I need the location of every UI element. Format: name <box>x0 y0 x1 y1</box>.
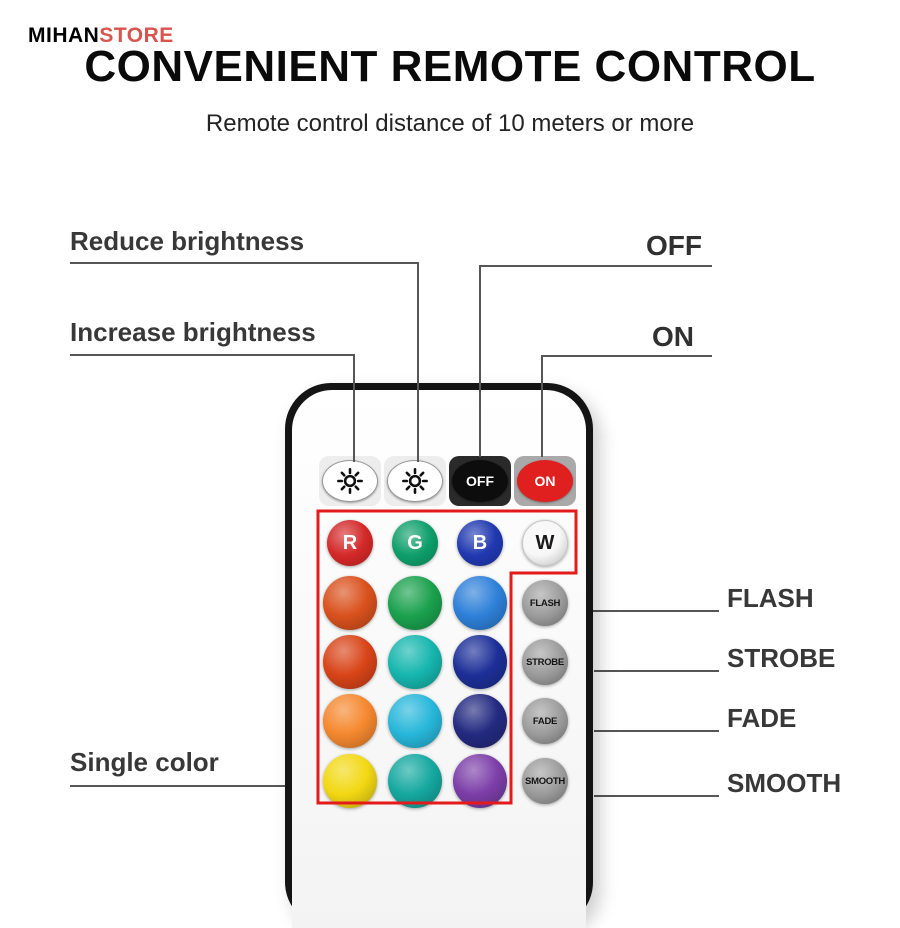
on-callout-line <box>541 355 712 357</box>
reduce-brightness-button[interactable] <box>387 460 443 502</box>
on-callout-line-vertical <box>541 355 543 457</box>
smooth-label: SMOOTH <box>727 768 842 798</box>
store-logo-store: STORE <box>99 24 174 47</box>
white-button[interactable]: W <box>522 520 568 566</box>
single-color-button-r4-c2[interactable] <box>388 754 442 808</box>
increase-brightness-button[interactable] <box>322 460 378 502</box>
brightness-icon <box>402 468 428 494</box>
single-color-label: Single color <box>70 747 219 777</box>
increase-brightness-callout-line <box>70 354 355 356</box>
off-callout-line-vertical <box>479 265 481 457</box>
reduce-brightness-callout-line-vertical <box>417 262 419 462</box>
blue-button[interactable]: B <box>457 520 503 566</box>
single-color-button-r1-c1[interactable] <box>323 576 377 630</box>
flash-button[interactable]: FLASH <box>522 580 568 626</box>
single-color-callout-line <box>70 785 332 787</box>
single-color-button-r1-c2[interactable] <box>388 576 442 630</box>
single-color-button-r2-c1[interactable] <box>323 635 377 689</box>
increase-brightness-label: Increase brightness <box>70 317 316 347</box>
single-color-button-r3-c2[interactable] <box>388 694 442 748</box>
off-label: OFF <box>646 230 702 261</box>
fade-label: FADE <box>727 703 797 733</box>
single-color-button-r3-c1[interactable] <box>323 694 377 748</box>
increase-brightness-callout-line-vertical <box>353 354 355 462</box>
store-logo-mihan: MIHAN <box>28 24 100 47</box>
on-button[interactable]: ON <box>517 460 573 502</box>
off-button[interactable]: OFF <box>452 460 508 502</box>
strobe-callout-line <box>594 670 719 672</box>
single-color-button-r2-c3[interactable] <box>453 635 507 689</box>
flash-callout-line <box>592 610 719 612</box>
on-label: ON <box>652 321 694 352</box>
single-color-button-r4-c1[interactable] <box>323 754 377 808</box>
single-color-button-r3-c3[interactable] <box>453 694 507 748</box>
strobe-button[interactable]: STROBE <box>522 639 568 685</box>
red-button[interactable]: R <box>327 520 373 566</box>
single-color-button-r1-c3[interactable] <box>453 576 507 630</box>
flash-label: FLASH <box>727 583 814 613</box>
off-callout-line <box>479 265 712 267</box>
page: { "logo": {"mihan": "MIHAN", "store": "S… <box>28 24 842 928</box>
green-button[interactable]: G <box>392 520 438 566</box>
strobe-label: STROBE <box>727 643 836 673</box>
smooth-button[interactable]: SMOOTH <box>522 758 568 804</box>
store-logo: MIHANSTORE <box>28 24 174 48</box>
reduce-brightness-callout-line <box>70 262 419 264</box>
brightness-icon <box>337 468 363 494</box>
page-title: CONVENIENT REMOTE CONTROL <box>84 42 816 91</box>
page-subtitle: Remote control distance of 10 meters or … <box>205 110 695 137</box>
single-color-button-r4-c3[interactable] <box>453 754 507 808</box>
fade-button[interactable]: FADE <box>522 698 568 744</box>
single-color-button-r2-c2[interactable] <box>388 635 442 689</box>
reduce-brightness-label: Reduce brightness <box>70 226 305 256</box>
smooth-callout-line <box>594 795 719 797</box>
fade-callout-line <box>594 730 719 732</box>
